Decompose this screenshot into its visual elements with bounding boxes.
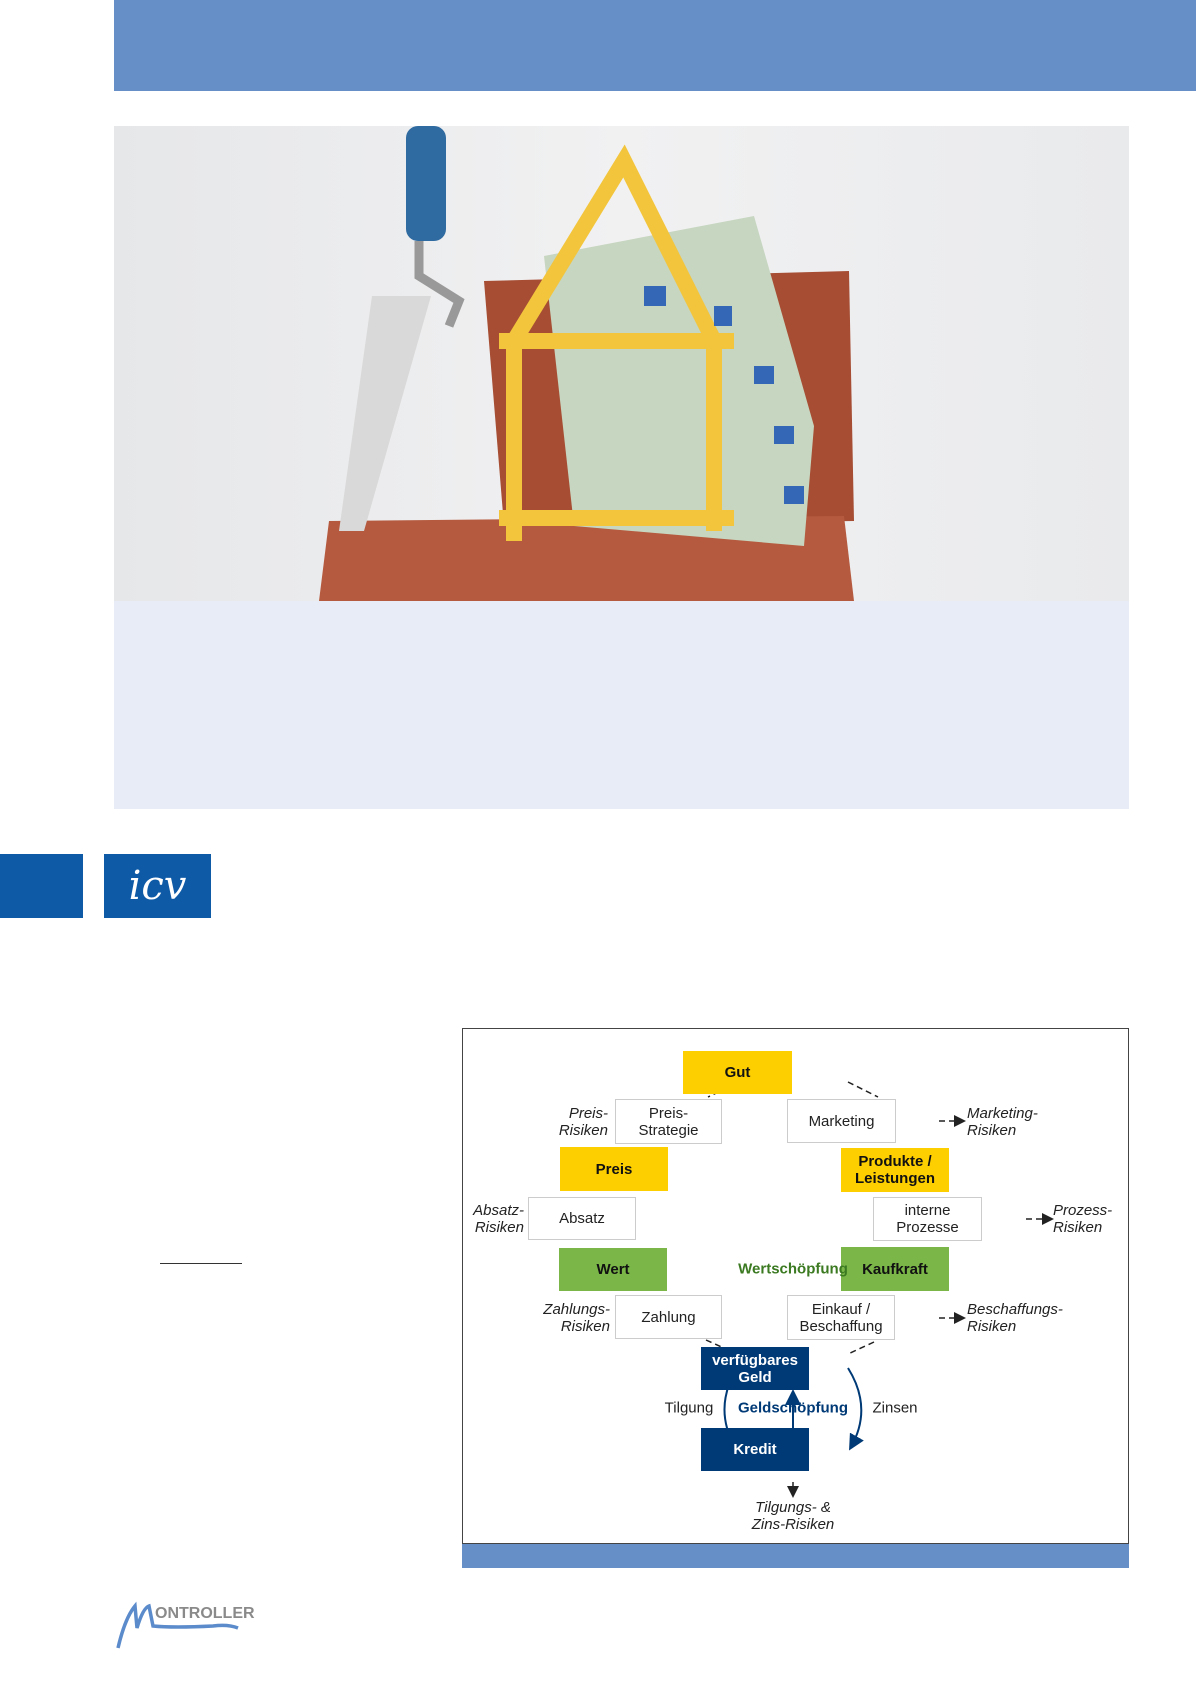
box-kaufkraft: Kaufkraft bbox=[841, 1247, 949, 1291]
box-gut: Gut bbox=[683, 1051, 792, 1094]
diagram-caption-band bbox=[462, 1544, 1129, 1568]
risk-tilgung-zins: Tilgungs- & Zins-Risiken bbox=[751, 1499, 835, 1533]
box-wert: Wert bbox=[559, 1248, 667, 1291]
svg-text:ONTROLLER: ONTROLLER bbox=[155, 1605, 255, 1622]
box-verfuegbares-geld: verfügbares Geld bbox=[701, 1347, 809, 1390]
icv-logo: icv bbox=[104, 854, 211, 918]
risk-prozess: Prozess- Risiken bbox=[1053, 1202, 1113, 1236]
caption-box bbox=[114, 601, 1129, 809]
article-photo-house-of-money bbox=[114, 126, 1129, 601]
box-marketing: Marketing bbox=[787, 1099, 896, 1143]
box-kredit: Kredit bbox=[701, 1428, 809, 1471]
side-marker bbox=[0, 854, 83, 918]
box-preis-strategie: Preis- Strategie bbox=[615, 1099, 722, 1144]
label-tilgung: Tilgung bbox=[664, 1399, 714, 1417]
value-chain-diagram: Gut Preis- Strategie Marketing Preis Pro… bbox=[462, 1028, 1129, 1544]
box-absatz: Absatz bbox=[528, 1197, 636, 1240]
header-band bbox=[114, 0, 1196, 91]
box-zahlung: Zahlung bbox=[615, 1295, 722, 1339]
risk-zahlung: Zahlungs- Risiken bbox=[543, 1301, 610, 1335]
box-interne-prozesse: interne Prozesse bbox=[873, 1197, 982, 1241]
label-wertschoepfung: Wertschöpfung bbox=[738, 1260, 848, 1278]
controller-magazin-logo: ONTROLLER bbox=[113, 1598, 258, 1654]
divider bbox=[160, 1263, 242, 1264]
risk-beschaffung: Beschaffungs- Risiken bbox=[967, 1301, 1063, 1335]
box-einkauf-beschaffung: Einkauf / Beschaffung bbox=[787, 1295, 895, 1340]
risk-preis: Preis- Risiken bbox=[558, 1105, 608, 1139]
label-zinsen: Zinsen bbox=[872, 1399, 918, 1417]
risk-marketing: Marketing- Risiken bbox=[967, 1105, 1038, 1139]
label-geldschoepfung: Geldschöpfung bbox=[738, 1399, 848, 1417]
box-produkte-leistungen: Produkte / Leistungen bbox=[841, 1148, 949, 1192]
box-preis: Preis bbox=[560, 1147, 668, 1191]
risk-absatz: Absatz- Risiken bbox=[473, 1202, 524, 1236]
